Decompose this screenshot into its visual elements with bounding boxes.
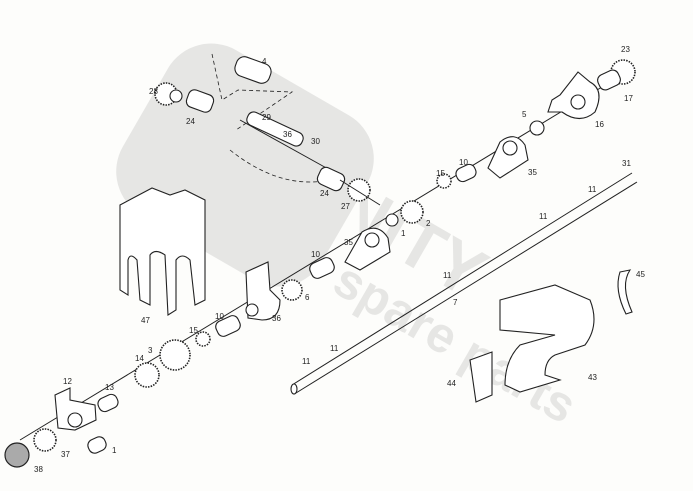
part-label: 14 <box>135 354 144 363</box>
part-label: 27 <box>341 202 350 211</box>
part-label: 23 <box>621 45 630 54</box>
part-label: 24 <box>320 189 329 198</box>
main-gear-train <box>4 59 636 468</box>
upper-spindle-assembly <box>154 53 381 206</box>
part-label: 10 <box>311 250 320 259</box>
part-label: 31 <box>622 159 631 168</box>
part-label: 13 <box>105 383 114 392</box>
part-label: 15 <box>436 169 445 178</box>
part-label: 11 <box>302 357 311 366</box>
part-label: 36 <box>283 130 292 139</box>
part-label: 1 <box>401 229 406 238</box>
part-label: 17 <box>624 94 633 103</box>
part-label: 24 <box>186 117 195 126</box>
part-label: 47 <box>141 316 150 325</box>
lower-shaft-7 <box>290 172 638 395</box>
part-label: 1 <box>112 446 117 455</box>
part-label: 15 <box>189 326 198 335</box>
part-label: 29 <box>262 113 271 122</box>
part-label: 3 <box>148 346 153 355</box>
part-label: 12 <box>63 377 72 386</box>
cover-part-47 <box>119 187 206 316</box>
part-label: 7 <box>453 298 458 307</box>
part-label: 5 <box>522 110 527 119</box>
bracket-part-45 <box>617 269 633 315</box>
part-label: 35 <box>528 168 537 177</box>
part-label: 10 <box>459 158 468 167</box>
part-label: 38 <box>34 465 43 474</box>
part-label: 2 <box>426 219 431 228</box>
part-label: 16 <box>595 120 604 129</box>
part-label: 44 <box>447 379 456 388</box>
part-label: 11 <box>443 271 452 280</box>
part-label: 43 <box>588 373 597 382</box>
part-label: 37 <box>61 450 70 459</box>
part-label: 11 <box>588 185 597 194</box>
part-label: 36 <box>272 314 281 323</box>
part-label: 35 <box>344 238 353 247</box>
guard-part-43 <box>499 284 595 393</box>
bracket-part-44 <box>469 351 493 403</box>
part-label: 6 <box>305 293 310 302</box>
part-label: 4 <box>262 57 267 66</box>
part-label: 10 <box>215 312 224 321</box>
part-label: 11 <box>330 344 339 353</box>
part-label: 11 <box>539 212 548 221</box>
part-label: 28 <box>149 87 158 96</box>
part-label: 45 <box>636 270 645 279</box>
part-label: 30 <box>311 137 320 146</box>
part-number-labels: 4 28 24 29 36 30 24 27 2 1 35 10 6 36 10… <box>34 45 645 474</box>
